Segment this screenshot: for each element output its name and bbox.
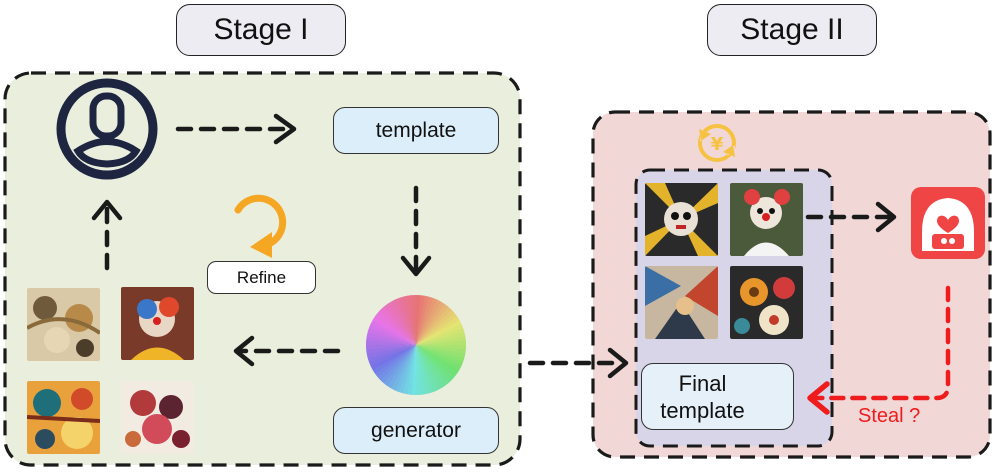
- final-template-line2: template: [660, 397, 745, 423]
- final-template-node: Final template: [641, 363, 794, 430]
- stage1-title: Stage I: [176, 4, 346, 56]
- generated-image: [27, 288, 100, 361]
- color-wheel-icon: [366, 295, 466, 395]
- steal-label: Steal ?: [858, 405, 921, 427]
- steal-arrow: [807, 285, 951, 415]
- template-node: template: [333, 107, 499, 154]
- generated-image: [645, 266, 718, 339]
- refine-cycle-icon: [234, 194, 287, 258]
- refine-label: Refine: [207, 261, 316, 294]
- arrow-generator-to-images: [233, 335, 341, 367]
- svg-text:¥: ¥: [711, 134, 724, 155]
- generated-image: [27, 381, 100, 454]
- generated-image: [121, 287, 194, 360]
- generated-image: [645, 183, 718, 256]
- hacker-icon: [911, 187, 985, 259]
- user-icon: [56, 78, 158, 180]
- final-template-line1: Final: [678, 370, 727, 396]
- generator-node: generator: [333, 407, 499, 454]
- stage2-title: Stage II: [707, 4, 877, 56]
- generated-image: [121, 381, 194, 454]
- arrow-template-to-generator: [400, 185, 432, 277]
- exchange-icon: ¥: [698, 124, 736, 162]
- generated-image: [730, 183, 803, 256]
- arrow-images-to-user: [91, 199, 123, 271]
- arrow-stage1-to-stage2: [527, 347, 629, 379]
- generated-image: [730, 266, 803, 339]
- arrow-images-to-hacker: [805, 201, 897, 233]
- arrow-user-to-template: [175, 113, 297, 145]
